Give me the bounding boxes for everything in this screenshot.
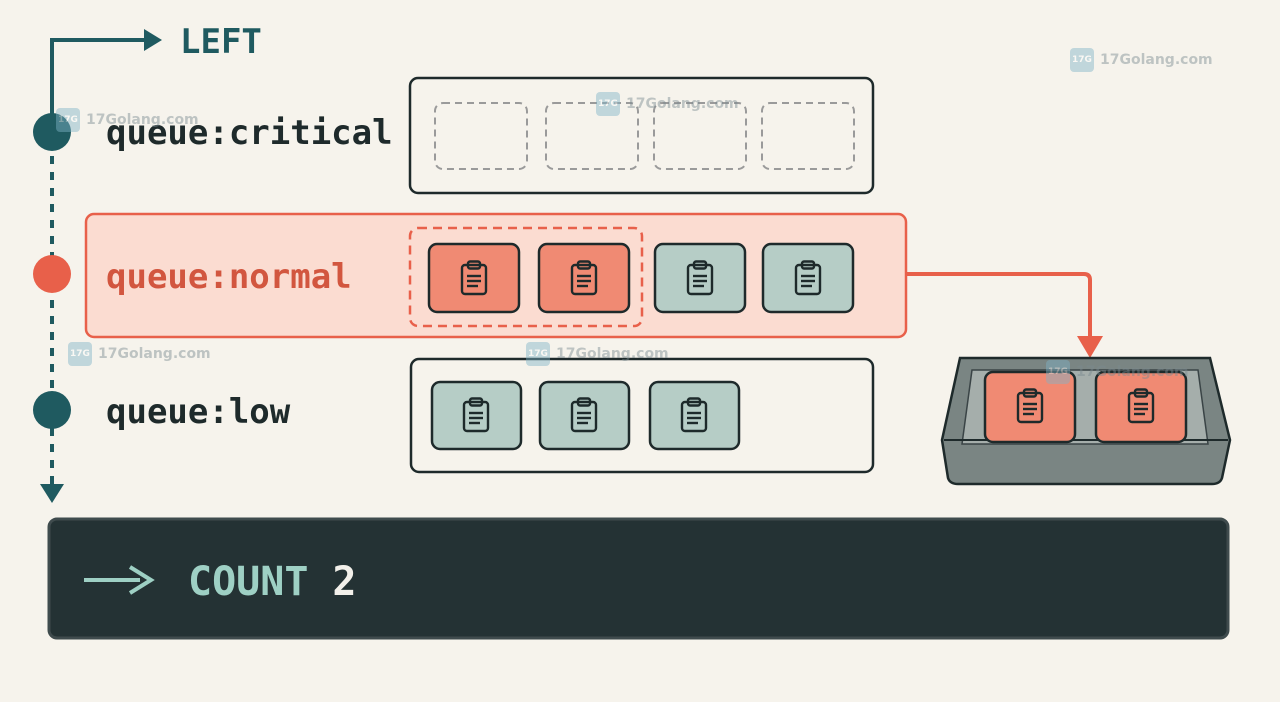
job-card-claimed [427,242,521,314]
count-value: 2 [332,559,356,605]
timeline-arrowhead [40,484,64,503]
queue-label-critical: queue:critical [106,113,393,153]
empty-slot [545,102,639,170]
job-card-pending [653,242,747,314]
timeline-dot-low [33,391,71,429]
job-card-pending [648,380,741,451]
queue-label-low: queue:low [106,392,291,432]
queue-box-low [409,357,875,474]
result-arrow [84,565,155,595]
empty-slot [761,102,855,170]
queue-label-normal: queue:normal [106,257,352,297]
direction-arrow [50,29,162,120]
empty-slot [434,102,528,170]
result-panel [47,517,1230,640]
claim-selection [408,226,644,328]
job-card-pending [761,242,855,314]
direction-label: LEFT [180,22,262,62]
job-card-pending [430,380,523,451]
critical-empty-slots [434,102,855,170]
count-label: COUNT [188,559,308,605]
tray-card-claimed [1094,370,1188,444]
job-card-claimed [537,242,631,314]
tray-card-claimed [983,370,1077,444]
timeline-dot-normal [33,255,71,293]
empty-slot [653,102,747,170]
timeline-dot-critical [33,113,71,151]
queue-box-critical [408,76,875,195]
claim-arrow [906,272,1103,358]
result-line: COUNT 2 [188,559,357,605]
job-card-pending [538,380,631,451]
